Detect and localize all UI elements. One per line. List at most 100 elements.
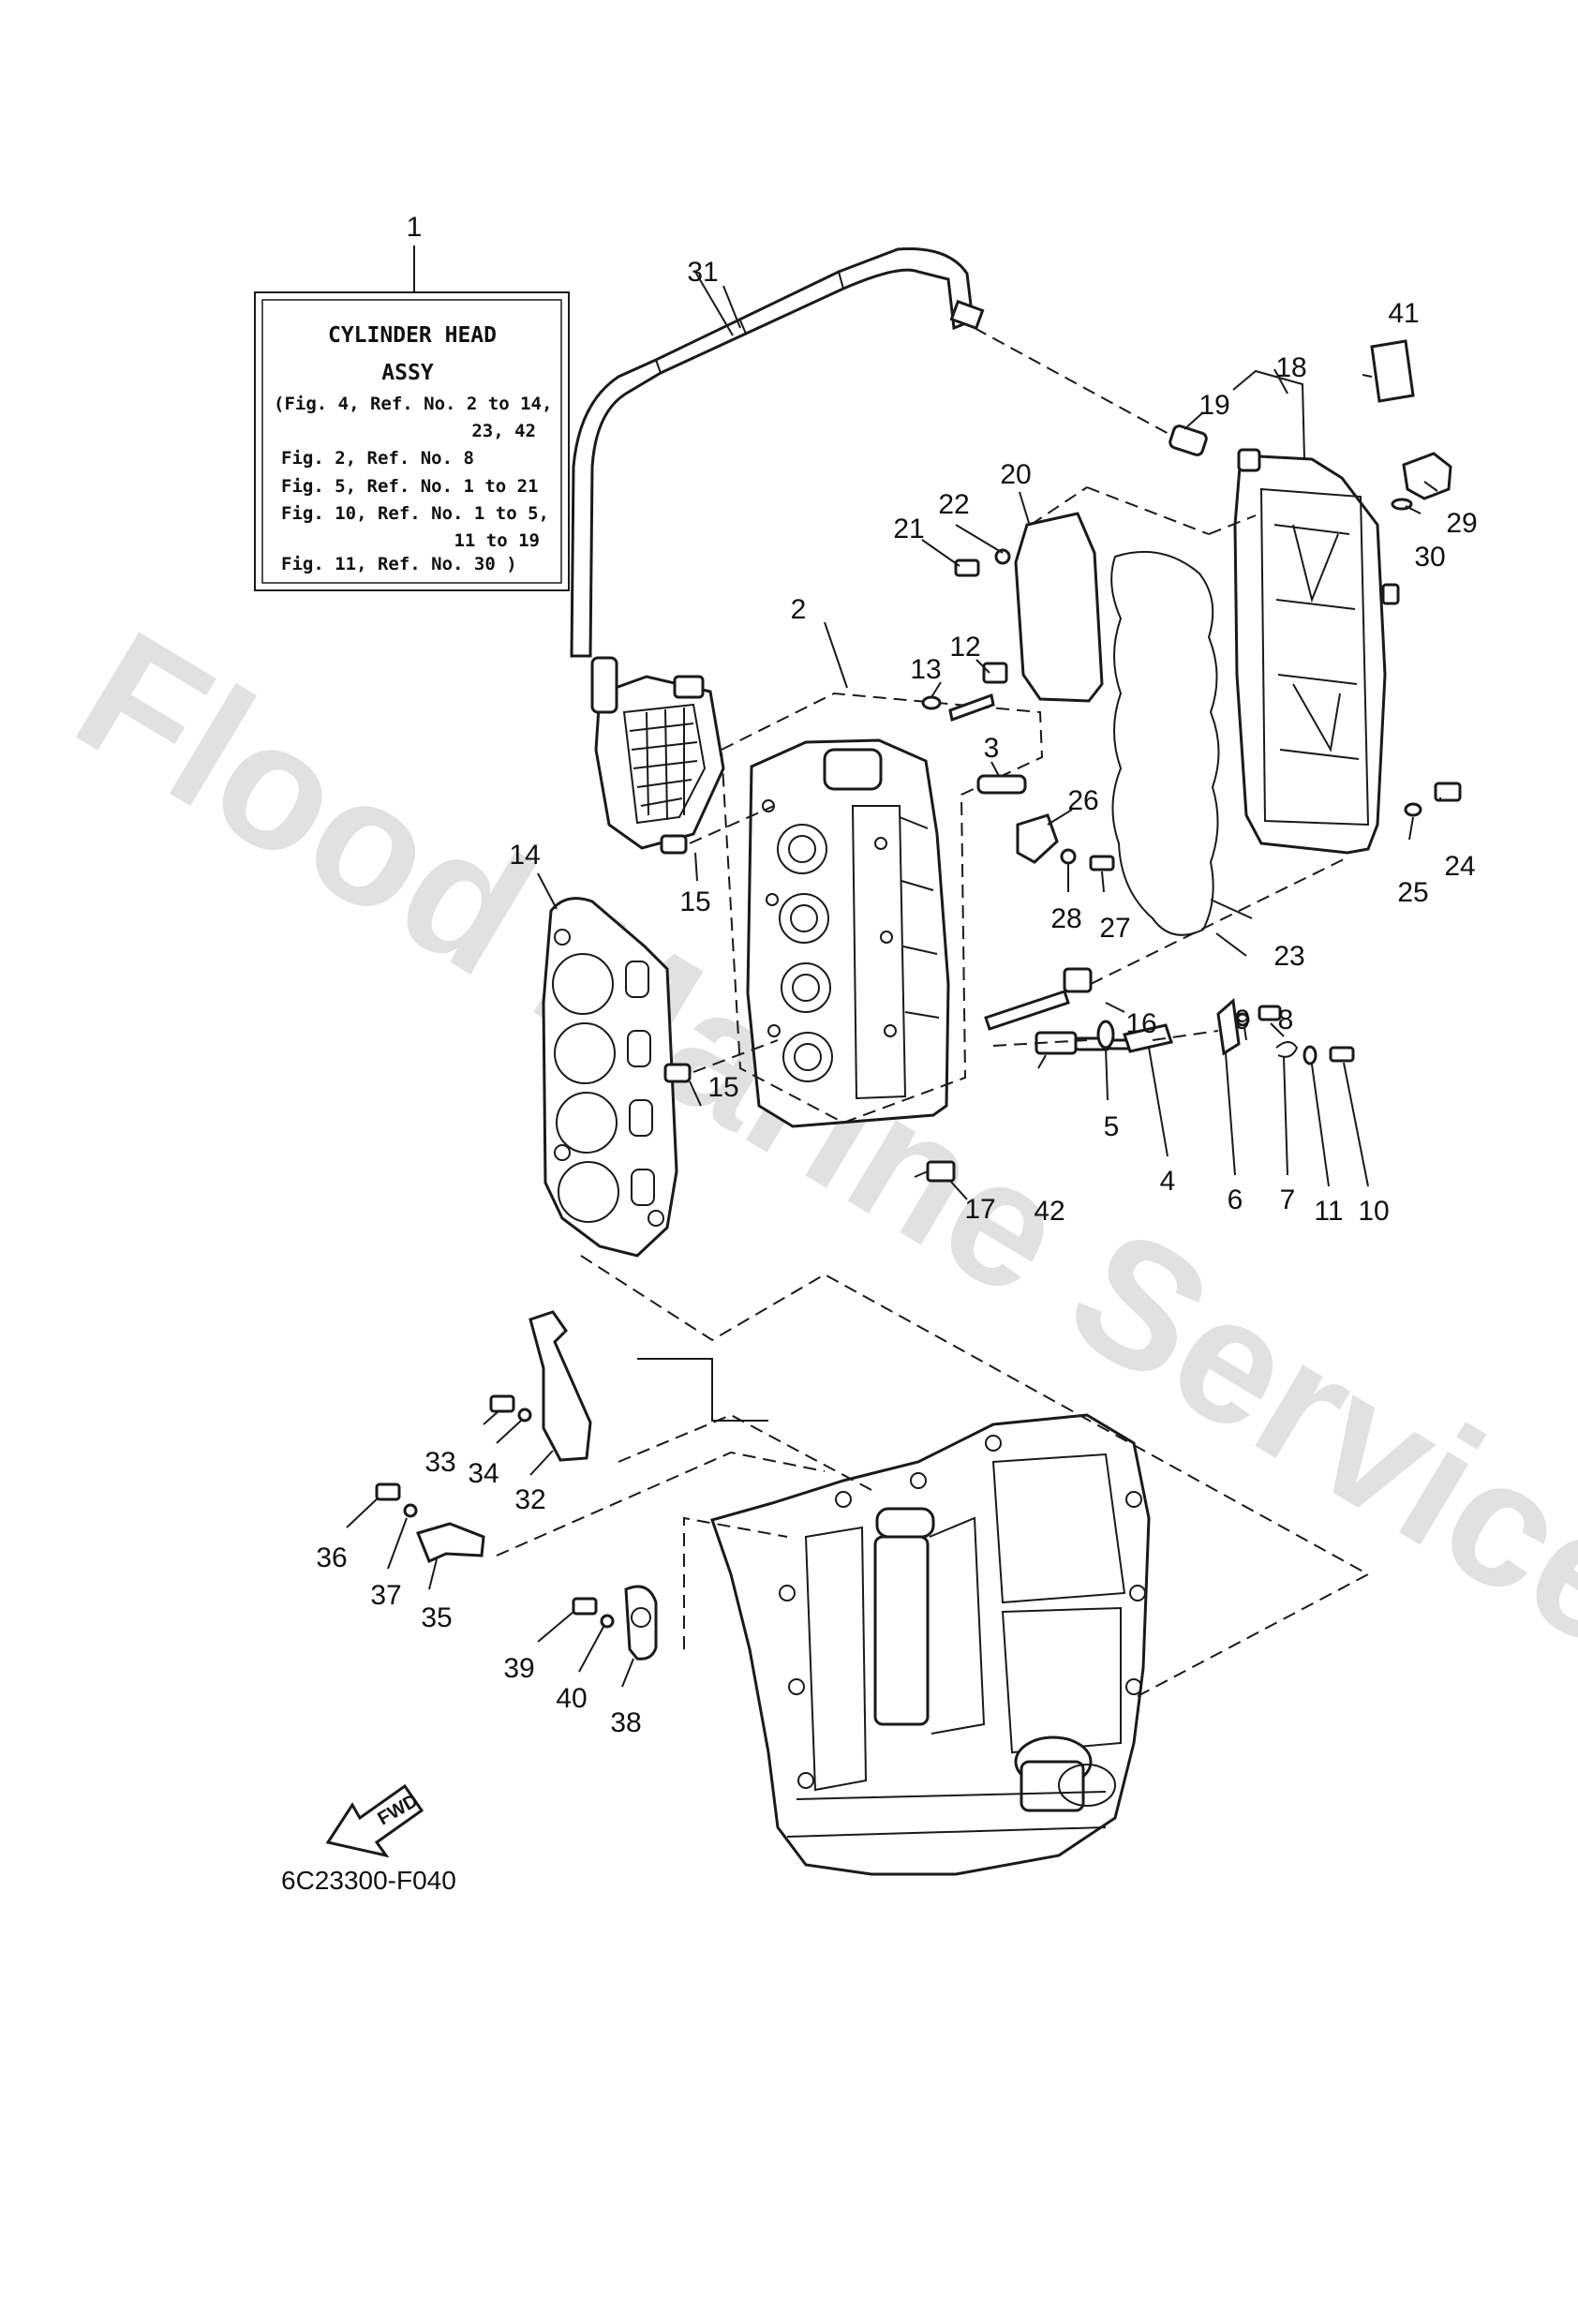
bracket-32	[528, 1310, 592, 1462]
part-3	[976, 774, 1027, 795]
callout-33: 33	[424, 1447, 455, 1478]
callout-20: 20	[1000, 459, 1031, 490]
bolt	[954, 559, 980, 577]
head-gasket	[542, 897, 678, 1258]
callout-30: 30	[1414, 542, 1445, 573]
callout-6: 6	[1228, 1184, 1243, 1215]
label-sticker	[1370, 339, 1415, 403]
callout-15-upper: 15	[679, 886, 710, 917]
cover-gasket	[1110, 550, 1220, 936]
callout-36: 36	[316, 1542, 347, 1573]
callout-2: 2	[791, 594, 807, 625]
callout-10: 10	[1358, 1196, 1389, 1227]
head-bolt-head	[1063, 967, 1093, 993]
callout-19: 19	[1198, 390, 1229, 421]
callout-7: 7	[1280, 1184, 1296, 1215]
callout-5: 5	[1104, 1111, 1120, 1142]
callout-11: 11	[1314, 1196, 1343, 1227]
clamp-35	[415, 1522, 485, 1564]
drawing-code: 6C23300-F040	[281, 1866, 456, 1895]
washer	[1235, 1012, 1250, 1027]
callout-27: 27	[1099, 913, 1130, 944]
assy-ref-line: 11 to 19	[454, 530, 540, 551]
bolt	[1089, 855, 1115, 872]
washer	[1404, 802, 1422, 817]
callout-4: 4	[1160, 1166, 1176, 1197]
callout-26: 26	[1067, 785, 1098, 816]
callout-39: 39	[503, 1653, 534, 1684]
callout-38: 38	[610, 1707, 641, 1738]
bolt	[1329, 1046, 1355, 1063]
bolt	[375, 1482, 401, 1501]
callout-12: 12	[949, 632, 980, 663]
leader-lines	[346, 271, 1441, 1688]
washer	[994, 548, 1011, 565]
bolt	[1434, 782, 1462, 802]
thermostat-sensor	[1123, 1023, 1173, 1053]
assy-ref-line: Fig. 11, Ref. No. 30 )	[281, 554, 517, 574]
washer	[1303, 1045, 1317, 1065]
washer	[517, 1408, 532, 1423]
callout-16: 16	[1125, 1008, 1156, 1039]
assy-title: CYLINDER HEAD	[328, 323, 497, 348]
assy-info-box: CYLINDER HEAD ASSY (Fig. 4, Ref. No. 2 t…	[254, 246, 570, 591]
callout-42: 42	[1034, 1196, 1064, 1227]
cylinder-block	[710, 1413, 1151, 1876]
callout-21: 21	[893, 514, 924, 544]
callout-23: 23	[1273, 941, 1304, 972]
hose-assembly	[570, 247, 1182, 850]
callout-31: 31	[687, 257, 718, 288]
washer	[600, 1614, 615, 1629]
assy-ref-line: 23, 42	[471, 421, 536, 441]
callout-34: 34	[468, 1458, 499, 1489]
plug-cap	[1402, 452, 1452, 500]
callout-14: 14	[509, 840, 540, 871]
bolt	[948, 693, 995, 723]
collar	[1169, 425, 1208, 456]
bolt	[1258, 1005, 1282, 1021]
callout-32: 32	[514, 1484, 545, 1515]
connection-lines	[496, 486, 1369, 1697]
callout-13: 13	[910, 654, 941, 685]
callout-29: 29	[1446, 508, 1477, 539]
washer	[1060, 848, 1077, 865]
callout-28: 28	[1050, 903, 1081, 934]
bolt	[489, 1394, 515, 1413]
assy-subtitle: ASSY	[381, 361, 434, 385]
callout-24: 24	[1444, 851, 1475, 882]
dowel-pin	[660, 834, 688, 855]
plate-cover	[1014, 512, 1104, 703]
clip	[1275, 1041, 1299, 1058]
plate-38	[624, 1585, 658, 1661]
o-ring	[1096, 1020, 1115, 1050]
head-bolt	[984, 990, 1070, 1031]
bolt	[572, 1597, 598, 1616]
cover-plate	[1016, 813, 1059, 864]
callout-9: 9	[1235, 1005, 1251, 1035]
callout-40: 40	[556, 1683, 587, 1714]
bolt	[926, 1160, 956, 1183]
washer	[921, 695, 942, 710]
bolt-head	[982, 662, 1008, 684]
callout-17: 17	[964, 1194, 995, 1225]
callout-3: 3	[984, 733, 1000, 764]
assy-ref-line: (Fig. 4, Ref. No. 2 to 14,	[274, 394, 552, 414]
bracket	[1216, 998, 1241, 1056]
callout-25: 25	[1397, 877, 1428, 908]
callout-37: 37	[370, 1580, 401, 1611]
callout-22: 22	[938, 489, 969, 520]
callout-35: 35	[421, 1602, 452, 1633]
exhaust-cover	[1233, 448, 1400, 855]
cylinder-head	[746, 738, 950, 1128]
assy-ref-line: Fig. 5, Ref. No. 1 to 21	[281, 476, 539, 497]
callout-1: 1	[407, 212, 423, 243]
callouts: 1 2 3 4 5 6 7 8 9 10 11 12 13 14 15 15 1…	[316, 212, 1477, 1738]
fwd-arrow: FWD	[325, 1783, 424, 1858]
dowel-pin	[663, 1063, 692, 1083]
callout-15-lower: 15	[707, 1072, 738, 1103]
callout-41: 41	[1388, 298, 1419, 329]
assy-ref-line: Fig. 10, Ref. No. 1 to 5,	[281, 503, 549, 524]
callout-18: 18	[1275, 352, 1306, 383]
washer	[403, 1503, 418, 1518]
